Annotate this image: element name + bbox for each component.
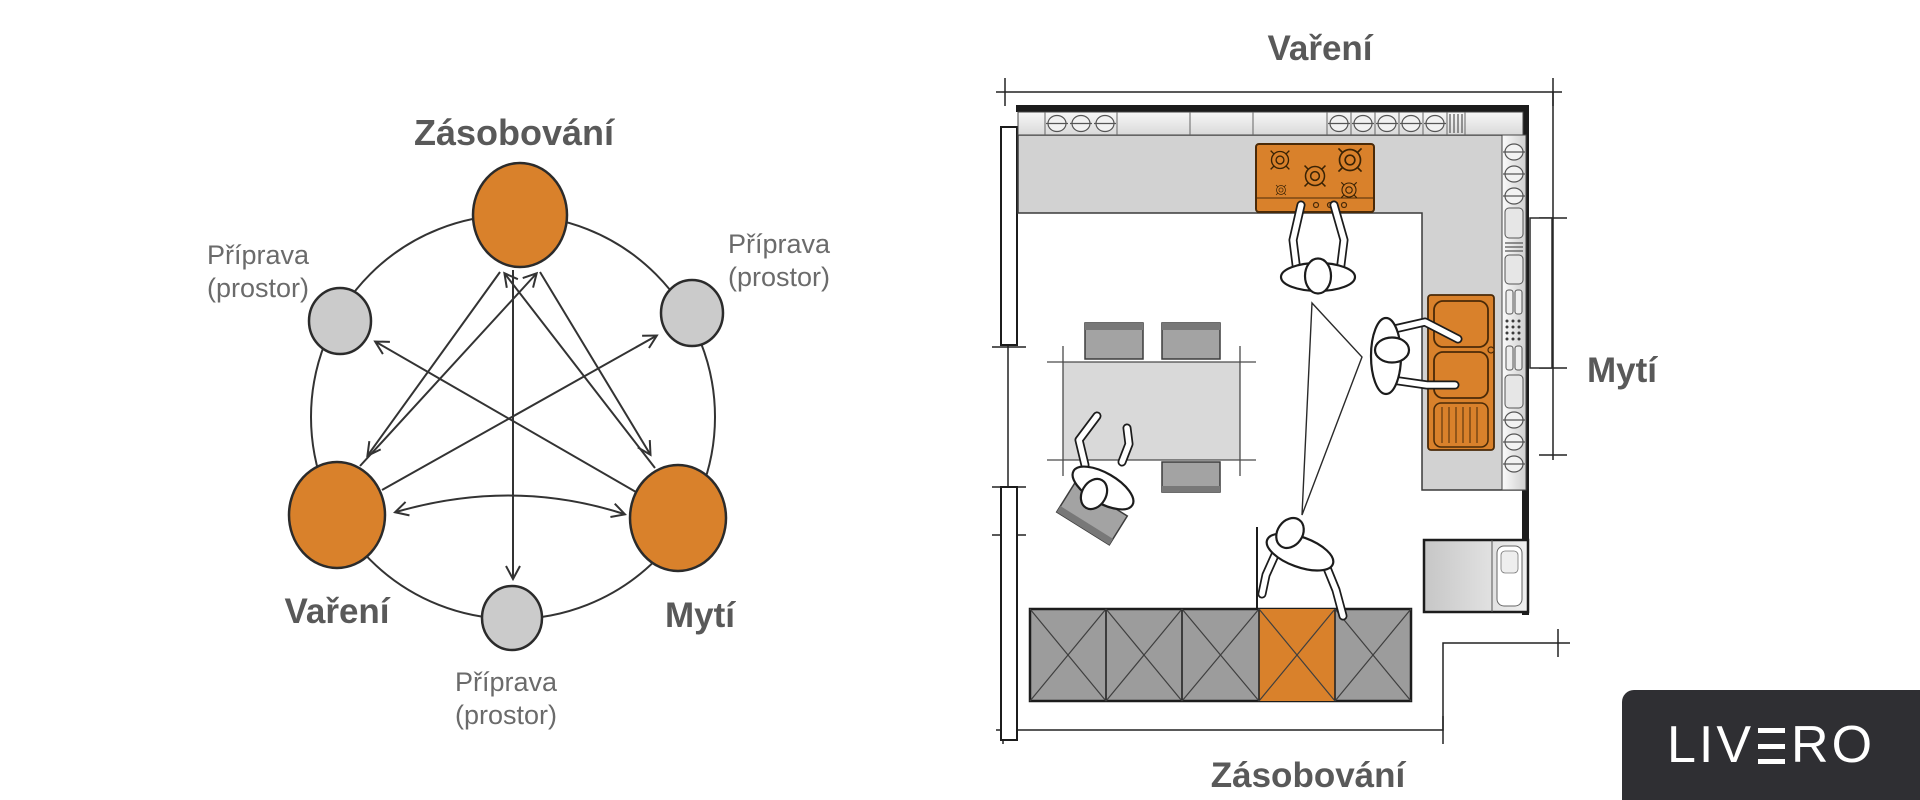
prep-bottom-label-line2: (prostor) xyxy=(455,700,557,730)
sink-drainboard xyxy=(1433,402,1489,448)
wall-left-lower xyxy=(1000,486,1018,741)
sink xyxy=(1427,294,1495,451)
prep-right-label-line2: (prostor) xyxy=(728,262,830,292)
person-head xyxy=(1275,516,1305,550)
supply-node xyxy=(471,161,569,269)
prep-left-label-line1: Příprava xyxy=(207,240,310,270)
person-seated xyxy=(1055,411,1135,546)
person-washing xyxy=(1369,316,1463,396)
prep-left-label-line2: (prostor) xyxy=(207,273,309,303)
washing-node xyxy=(628,463,728,573)
cooking-node xyxy=(287,460,387,570)
fridge-cabinet xyxy=(1422,538,1530,614)
livero-logo: LIV RO xyxy=(1622,690,1920,800)
appliance-column xyxy=(1501,134,1527,491)
work-cycle-diagram: Zásobování Příprava (prostor) Příprava (… xyxy=(207,112,831,730)
plan-label-cooking: Vaření xyxy=(1267,29,1373,68)
person-supplying xyxy=(1257,516,1348,621)
livero-logo-text: LIV RO xyxy=(1667,719,1875,771)
arrow-supply-to-cooking xyxy=(366,271,501,458)
wall-top xyxy=(1016,105,1528,112)
window-right xyxy=(1529,217,1553,369)
arrow-cooking-to-prep-right xyxy=(381,334,659,491)
logo-prefix: LIV xyxy=(1666,716,1755,774)
pantry-cabinets xyxy=(1028,607,1413,703)
plan-label-washing: Mytí xyxy=(1587,351,1658,390)
cooking-label: Vaření xyxy=(284,592,390,631)
arrow-supply-to-washing xyxy=(539,271,652,457)
logo-letter-e xyxy=(1758,728,1786,764)
person-cooking xyxy=(1279,200,1357,295)
upper-cabinets xyxy=(1017,111,1524,136)
arrow-cooking-to-supply xyxy=(359,271,539,467)
pantry-x-marks xyxy=(1029,608,1412,702)
arrow-washing-to-prep-left xyxy=(373,340,637,493)
person-head xyxy=(1373,336,1411,364)
diagram-title: Zásobování xyxy=(414,112,615,153)
kitchen-floor-plan: Vaření Mytí Zásobování xyxy=(992,29,1658,795)
arrow-washing-to-supply xyxy=(503,271,656,469)
prep-right-label-line1: Příprava xyxy=(728,229,831,259)
prep-node-bottom xyxy=(480,584,544,652)
cycle-arrows xyxy=(359,270,659,582)
sink-basin-bottom xyxy=(1433,351,1489,399)
dining-set xyxy=(1047,322,1256,493)
dining-table xyxy=(1063,362,1240,460)
washing-label: Mytí xyxy=(665,596,736,635)
arrow-cooking-washing-bidirectional xyxy=(396,494,624,514)
cycle-nodes xyxy=(287,161,728,652)
prep-bottom-label-line1: Příprava xyxy=(455,667,558,697)
person-head xyxy=(1303,257,1333,295)
logo-suffix: RO xyxy=(1791,716,1876,774)
vent-dots xyxy=(1505,319,1521,341)
cooktop xyxy=(1255,143,1375,213)
faucet-icon xyxy=(1487,346,1495,354)
dimension-lines xyxy=(992,78,1570,744)
person-head xyxy=(1079,477,1109,511)
prep-node-left xyxy=(307,286,373,356)
wall-left-upper xyxy=(1000,126,1018,346)
plan-label-supply: Zásobování xyxy=(1211,756,1407,795)
work-triangle xyxy=(1301,301,1363,516)
dimension-line-bottom xyxy=(996,642,1570,731)
prep-node-right xyxy=(659,278,725,348)
